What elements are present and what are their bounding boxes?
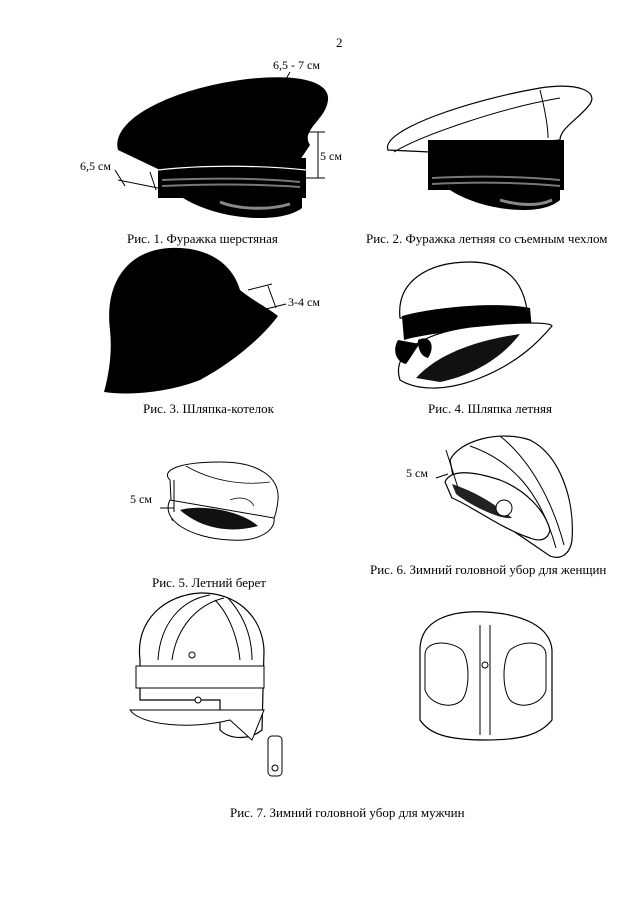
fig3-bowler-hat-drawing bbox=[104, 247, 287, 394]
fig1-wool-cap-drawing bbox=[114, 71, 329, 219]
fig1-measurement-visor: 6,5 см bbox=[80, 159, 111, 173]
fig4-summer-hat-drawing bbox=[395, 261, 553, 389]
fig5-measurement-band: 5 см bbox=[130, 492, 152, 506]
fig1-measurement-band: 5 см bbox=[320, 149, 342, 163]
page-number: 2 bbox=[336, 35, 343, 50]
fig4-caption: Рис. 4. Шляпка летняя bbox=[428, 401, 552, 416]
fig3-measurement-brim: 3-4 см bbox=[288, 295, 320, 309]
fig5-caption: Рис. 5. Летний берет bbox=[152, 575, 266, 590]
fig6-measurement-band: 5 см bbox=[406, 466, 428, 480]
fig6-caption: Рис. 6. Зимний головной убор для женщин bbox=[370, 562, 607, 577]
fig3-caption: Рис. 3. Шляпка-котелок bbox=[143, 401, 274, 416]
fig6-womens-winter-hat-drawing bbox=[435, 435, 573, 558]
fig2-caption: Рис. 2. Фуражка летняя со съемным чехлом bbox=[366, 231, 608, 246]
fig1-measurement-crown: 6,5 - 7 см bbox=[273, 58, 320, 72]
fig5-beret-drawing bbox=[160, 461, 279, 541]
fig2-summer-cap-drawing bbox=[387, 85, 593, 211]
fig1-caption: Рис. 1. Фуражка шерстяная bbox=[127, 231, 278, 246]
fig7-mens-winter-hat-drawing bbox=[129, 592, 553, 777]
fig7-caption: Рис. 7. Зимний головной убор для мужчин bbox=[230, 805, 465, 820]
